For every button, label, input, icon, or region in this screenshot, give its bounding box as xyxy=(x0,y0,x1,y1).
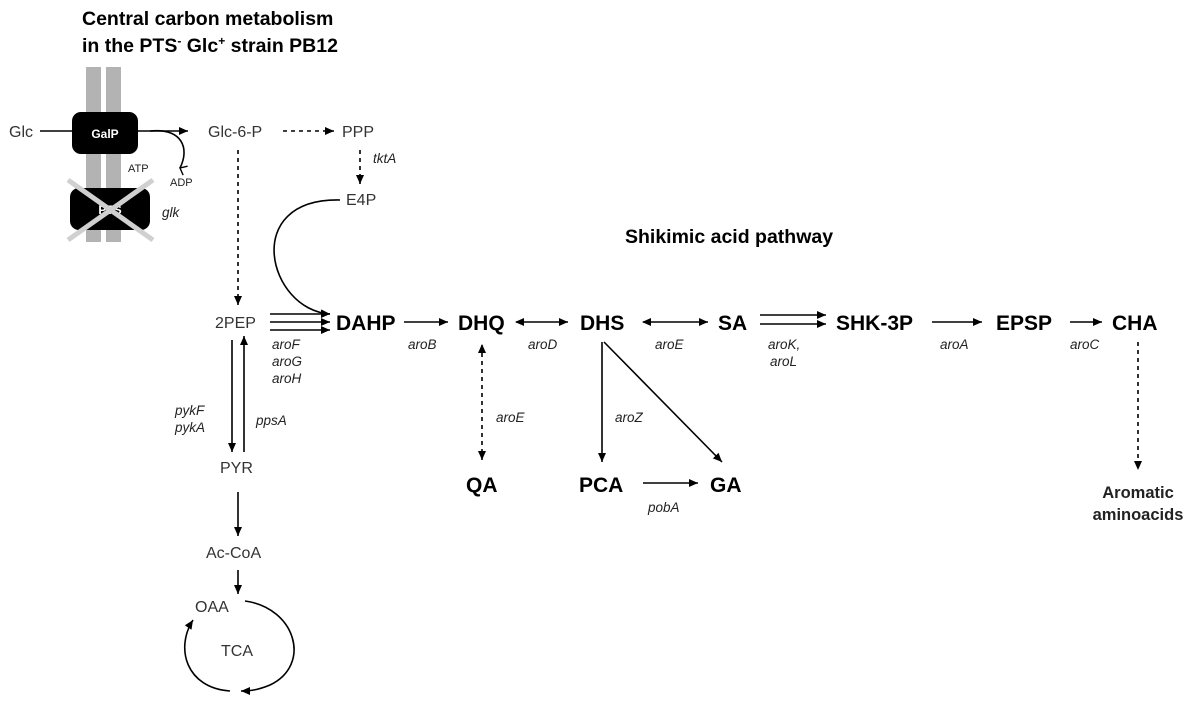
enzyme-ppsa: ppsA xyxy=(255,413,287,428)
pts-cross-line-2 xyxy=(66,177,155,243)
enzyme-arol: aroL xyxy=(770,354,797,369)
label-aromatic-line2: aminoacids xyxy=(1093,506,1184,524)
enzyme-pykf: pykF xyxy=(174,403,205,418)
enzyme-aroz: aroZ xyxy=(615,410,644,425)
galp-transporter xyxy=(72,112,138,154)
enzyme-arok: aroK, xyxy=(768,337,800,352)
label-atp: ATP xyxy=(128,163,149,175)
metabolite-oaa: OAA xyxy=(195,599,229,616)
tca-arc-right xyxy=(240,600,295,695)
metabolite-pca: PCA xyxy=(579,474,623,497)
arrow-atp-adp xyxy=(149,130,188,176)
metabolite-ppp: PPP xyxy=(342,124,374,141)
metabolite-pep: 2PEP xyxy=(215,315,256,332)
tca-arc-left xyxy=(184,619,231,692)
metabolite-accoa: Ac-CoA xyxy=(206,545,261,562)
enzyme-poba: pobA xyxy=(647,500,680,515)
title-central-line2: in the PTS- Glc+ strain PB12 xyxy=(82,34,338,57)
metabolite-dhs: DHS xyxy=(580,312,624,335)
label-aromatic-line1: Aromatic xyxy=(1102,484,1174,502)
enzyme-glk: glk xyxy=(162,205,181,220)
metabolite-sa: SA xyxy=(718,312,747,335)
galp-label: GalP xyxy=(91,127,118,141)
title-shikimic-pathway: Shikimic acid pathway xyxy=(625,226,833,248)
enzyme-arof: aroF xyxy=(272,337,301,352)
enzyme-aroa: aroA xyxy=(940,337,969,352)
title-central-line1: Central carbon metabolism xyxy=(82,8,333,30)
arrow-e4p-dahp xyxy=(273,199,341,318)
enzyme-aroc: aroC xyxy=(1070,337,1100,352)
enzyme-arob: aroB xyxy=(408,337,437,352)
enzyme-arog: aroG xyxy=(272,354,302,369)
metabolite-glc6p: Glc-6-P xyxy=(208,124,262,141)
metabolite-e4p: E4P xyxy=(346,192,376,209)
enzyme-pyka: pykA xyxy=(174,420,205,435)
enzyme-aroe-qa: aroE xyxy=(496,410,526,425)
metabolite-qa: QA xyxy=(466,474,498,497)
metabolite-shk3p: SHK-3P xyxy=(836,312,913,335)
arrow-dhs-ga xyxy=(603,341,723,463)
metabolite-cha: CHA xyxy=(1112,312,1158,335)
label-tca: TCA xyxy=(221,643,253,660)
metabolite-epsp: EPSP xyxy=(996,312,1052,335)
metabolite-dahp: DAHP xyxy=(336,312,396,335)
enzyme-aroh: aroH xyxy=(272,371,302,386)
metabolite-glc: Glc xyxy=(9,124,33,141)
label-adp: ADP xyxy=(170,177,193,189)
enzyme-arod: aroD xyxy=(528,337,558,352)
metabolite-dhq: DHQ xyxy=(458,312,505,335)
metabolite-pyr: PYR xyxy=(220,460,253,477)
enzyme-aroe: aroE xyxy=(655,337,685,352)
metabolite-ga: GA xyxy=(710,474,742,497)
enzyme-tkta: tktA xyxy=(373,151,396,166)
